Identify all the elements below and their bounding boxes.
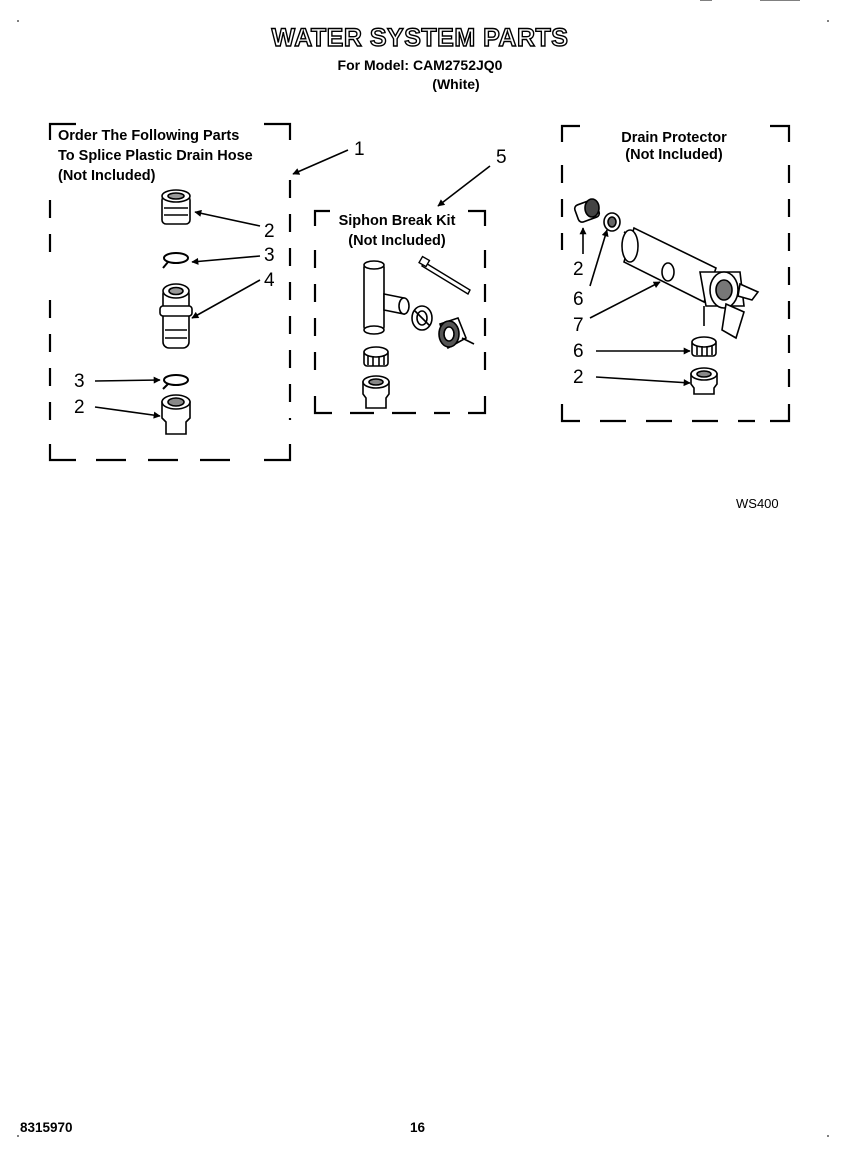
siphon-adapter-icon	[362, 375, 390, 409]
page-corner-marks	[17, 0, 829, 1137]
siphon-grommet-icon	[363, 346, 389, 367]
splice-group-label-line-1: Order The Following Parts	[58, 128, 240, 144]
drain-grommet-top-icon	[603, 212, 621, 232]
callout-splice-3-bottom: 3	[74, 371, 85, 392]
model-number: For Model: CAM2752JQ0	[337, 57, 503, 73]
callout-drain-7: 7	[573, 315, 584, 336]
model-color: (White)	[432, 76, 480, 92]
drain-grommet-bottom-icon	[691, 336, 717, 357]
splice-connector-hose-icon	[159, 283, 193, 349]
splice-group-frame	[48, 122, 292, 462]
drain-group-label-line-1: Drain Protector	[621, 130, 727, 146]
siphon-valve-icon	[438, 317, 475, 350]
splice-coupling-bottom-icon	[161, 394, 191, 435]
splice-group-label-line-3: (Not Included)	[58, 168, 156, 184]
leader-arrows	[94, 149, 691, 419]
siphon-tee-icon	[363, 260, 410, 335]
callout-splice-2-bottom: 2	[74, 397, 85, 418]
callout-drain-6-top: 6	[573, 289, 584, 310]
splice-clamp-top-icon	[162, 252, 189, 269]
splice-clamp-bottom-icon	[162, 374, 189, 390]
callout-splice-3-top: 3	[264, 245, 275, 266]
callout-splice-2-top: 2	[264, 221, 275, 242]
siphon-nut-icon	[411, 305, 433, 331]
splice-group-label-line-2: To Splice Plastic Drain Hose	[58, 148, 253, 164]
callout-1: 1	[354, 139, 365, 160]
callout-5: 5	[496, 147, 507, 168]
drain-adapter-bottom-icon	[690, 367, 718, 395]
siphon-group-label-line-1: Siphon Break Kit	[338, 213, 456, 229]
footer-page-number: 16	[410, 1120, 426, 1135]
siphon-group-label-line-2: (Not Included)	[348, 233, 446, 249]
drain-adapter-top-icon	[573, 198, 601, 223]
figure-code: WS400	[736, 496, 779, 511]
callout-drain-2-bottom: 2	[573, 367, 584, 388]
splice-coupling-top-icon	[161, 189, 191, 225]
footer-part-number: 8315970	[20, 1120, 73, 1135]
drain-group-frame	[560, 124, 791, 423]
drain-group-label-line-2: (Not Included)	[625, 147, 723, 163]
siphon-tie-strap-icon	[418, 255, 471, 295]
page-title: WATER SYSTEM PARTS	[271, 23, 569, 52]
callout-splice-4: 4	[264, 270, 275, 291]
siphon-group-frame	[313, 209, 487, 415]
callout-drain-2-top: 2	[573, 259, 584, 280]
callout-drain-6-bottom: 6	[573, 341, 584, 362]
drain-protector-body-icon	[621, 226, 760, 340]
